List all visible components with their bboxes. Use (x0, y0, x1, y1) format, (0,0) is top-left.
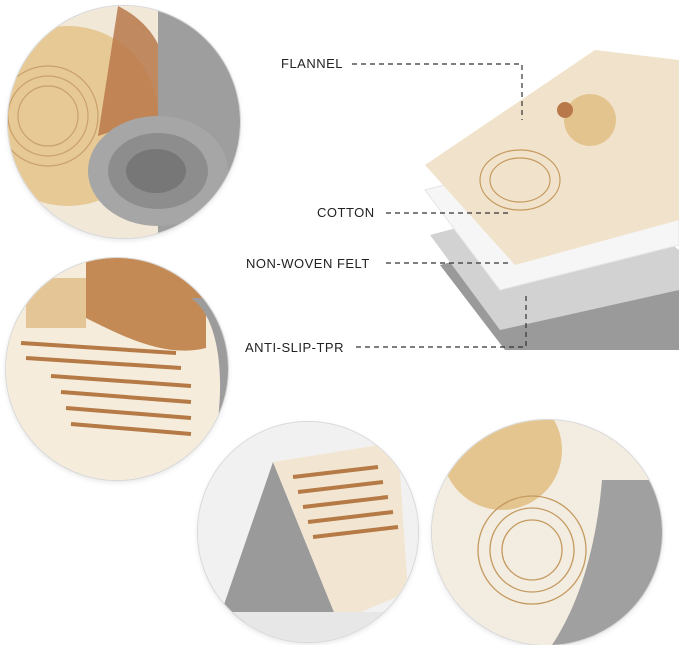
detail-circle-corner-pattern (432, 420, 662, 645)
flannel-layer (425, 50, 679, 265)
detail-circle-folded-edge (6, 258, 228, 480)
detail-circle-rolled-corner (8, 6, 240, 238)
flannel-label: FLANNEL (281, 56, 344, 71)
cotton-label: COTTON (317, 205, 375, 220)
layer-stack-illustration (420, 40, 679, 355)
tpr-label: ANTI-SLIP-TPR (245, 340, 344, 355)
felt-label: NON-WOVEN FELT (246, 256, 370, 271)
